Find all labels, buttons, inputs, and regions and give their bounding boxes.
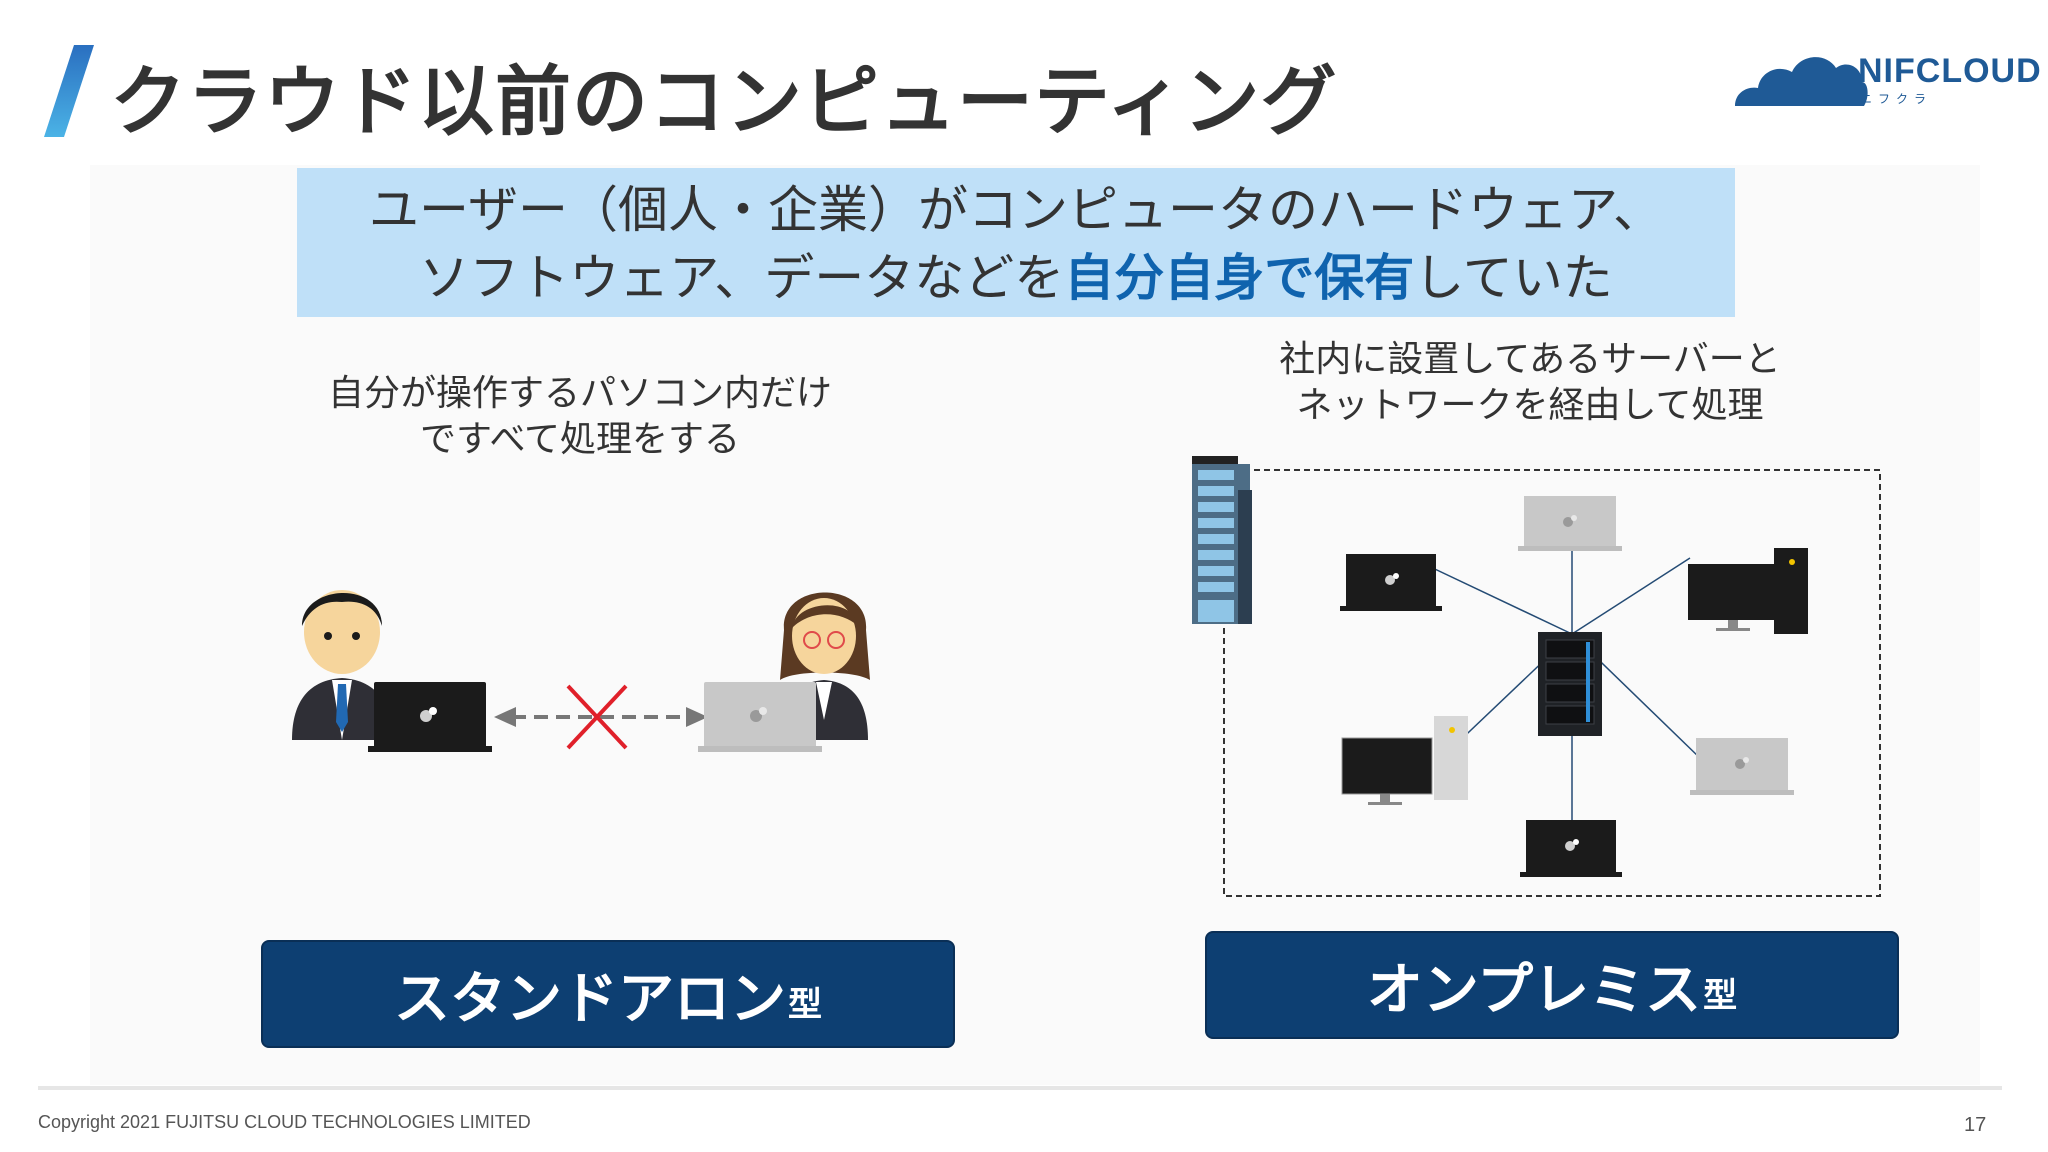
summary-banner bbox=[297, 168, 1735, 317]
standalone-illustration bbox=[292, 590, 870, 752]
page-number: 17 bbox=[1964, 1114, 1987, 1136]
standalone-caption-line-1: 自分が操作するパソコン内だけ bbox=[327, 373, 832, 414]
banner-line-2: ソフトウェア、データなどを自分自身で保有していた bbox=[297, 238, 1735, 310]
standalone-type-label: スタンドアロン型 bbox=[261, 940, 955, 1048]
client-laptop-bottom-icon bbox=[1520, 820, 1622, 877]
client-laptop-left-icon bbox=[1340, 554, 1442, 611]
banner-line-2-tail: していた bbox=[1414, 249, 1613, 307]
server-rack-icon bbox=[1538, 632, 1602, 736]
logo-subtext: ニフクラ bbox=[1860, 92, 1933, 106]
title-accent-bar bbox=[44, 45, 94, 137]
onpremise-type-text: オンプレミス bbox=[1366, 957, 1702, 1023]
office-building-icon bbox=[1192, 456, 1252, 624]
client-laptop-top-icon bbox=[1518, 496, 1622, 551]
standalone-caption-line-2: ですべて処理をする bbox=[419, 419, 741, 460]
banner-line-1: ユーザー（個人・企業）がコンピュータのハードウェア、 bbox=[369, 181, 1663, 239]
copyright-text: Copyright 2021 FUJITSU CLOUD TECHNOLOGIE… bbox=[38, 1112, 531, 1132]
office-boundary bbox=[1223, 469, 1881, 897]
standalone-type-suffix: 型 bbox=[788, 984, 822, 1025]
onpremise-network-diagram bbox=[1192, 456, 1881, 897]
blocked-connection-arrow bbox=[494, 707, 708, 727]
client-desktop-right-icon bbox=[1688, 548, 1808, 634]
onpremise-type-suffix: 型 bbox=[1703, 975, 1738, 1016]
banner-line-2-text: ソフトウェア、データなどを bbox=[419, 249, 1065, 307]
onpremise-type-label: オンプレミス型 bbox=[1205, 931, 1899, 1039]
client-laptop-right-icon bbox=[1690, 738, 1794, 795]
onpremise-caption-line-2: ネットワークを経由して処理 bbox=[1296, 385, 1764, 426]
page-title: クラウド以前のコンピューティング bbox=[110, 57, 1338, 146]
onpremise-caption-line-1: 社内に設置してあるサーバーと bbox=[1279, 339, 1781, 380]
black-laptop-icon bbox=[368, 682, 492, 752]
businessman-icon bbox=[292, 590, 392, 740]
logo-text: NIFCLOUD bbox=[1858, 52, 2042, 90]
client-desktop-left-icon bbox=[1341, 716, 1468, 805]
footer-divider bbox=[38, 1086, 2002, 1090]
standalone-type-text: スタンドアロン bbox=[394, 966, 786, 1032]
nifcloud-logo-cloud-icon bbox=[1735, 57, 1868, 106]
banner-emphasis: 自分自身で保有 bbox=[1064, 249, 1415, 307]
cross-icon bbox=[566, 684, 628, 750]
gray-laptop-icon bbox=[698, 682, 822, 752]
